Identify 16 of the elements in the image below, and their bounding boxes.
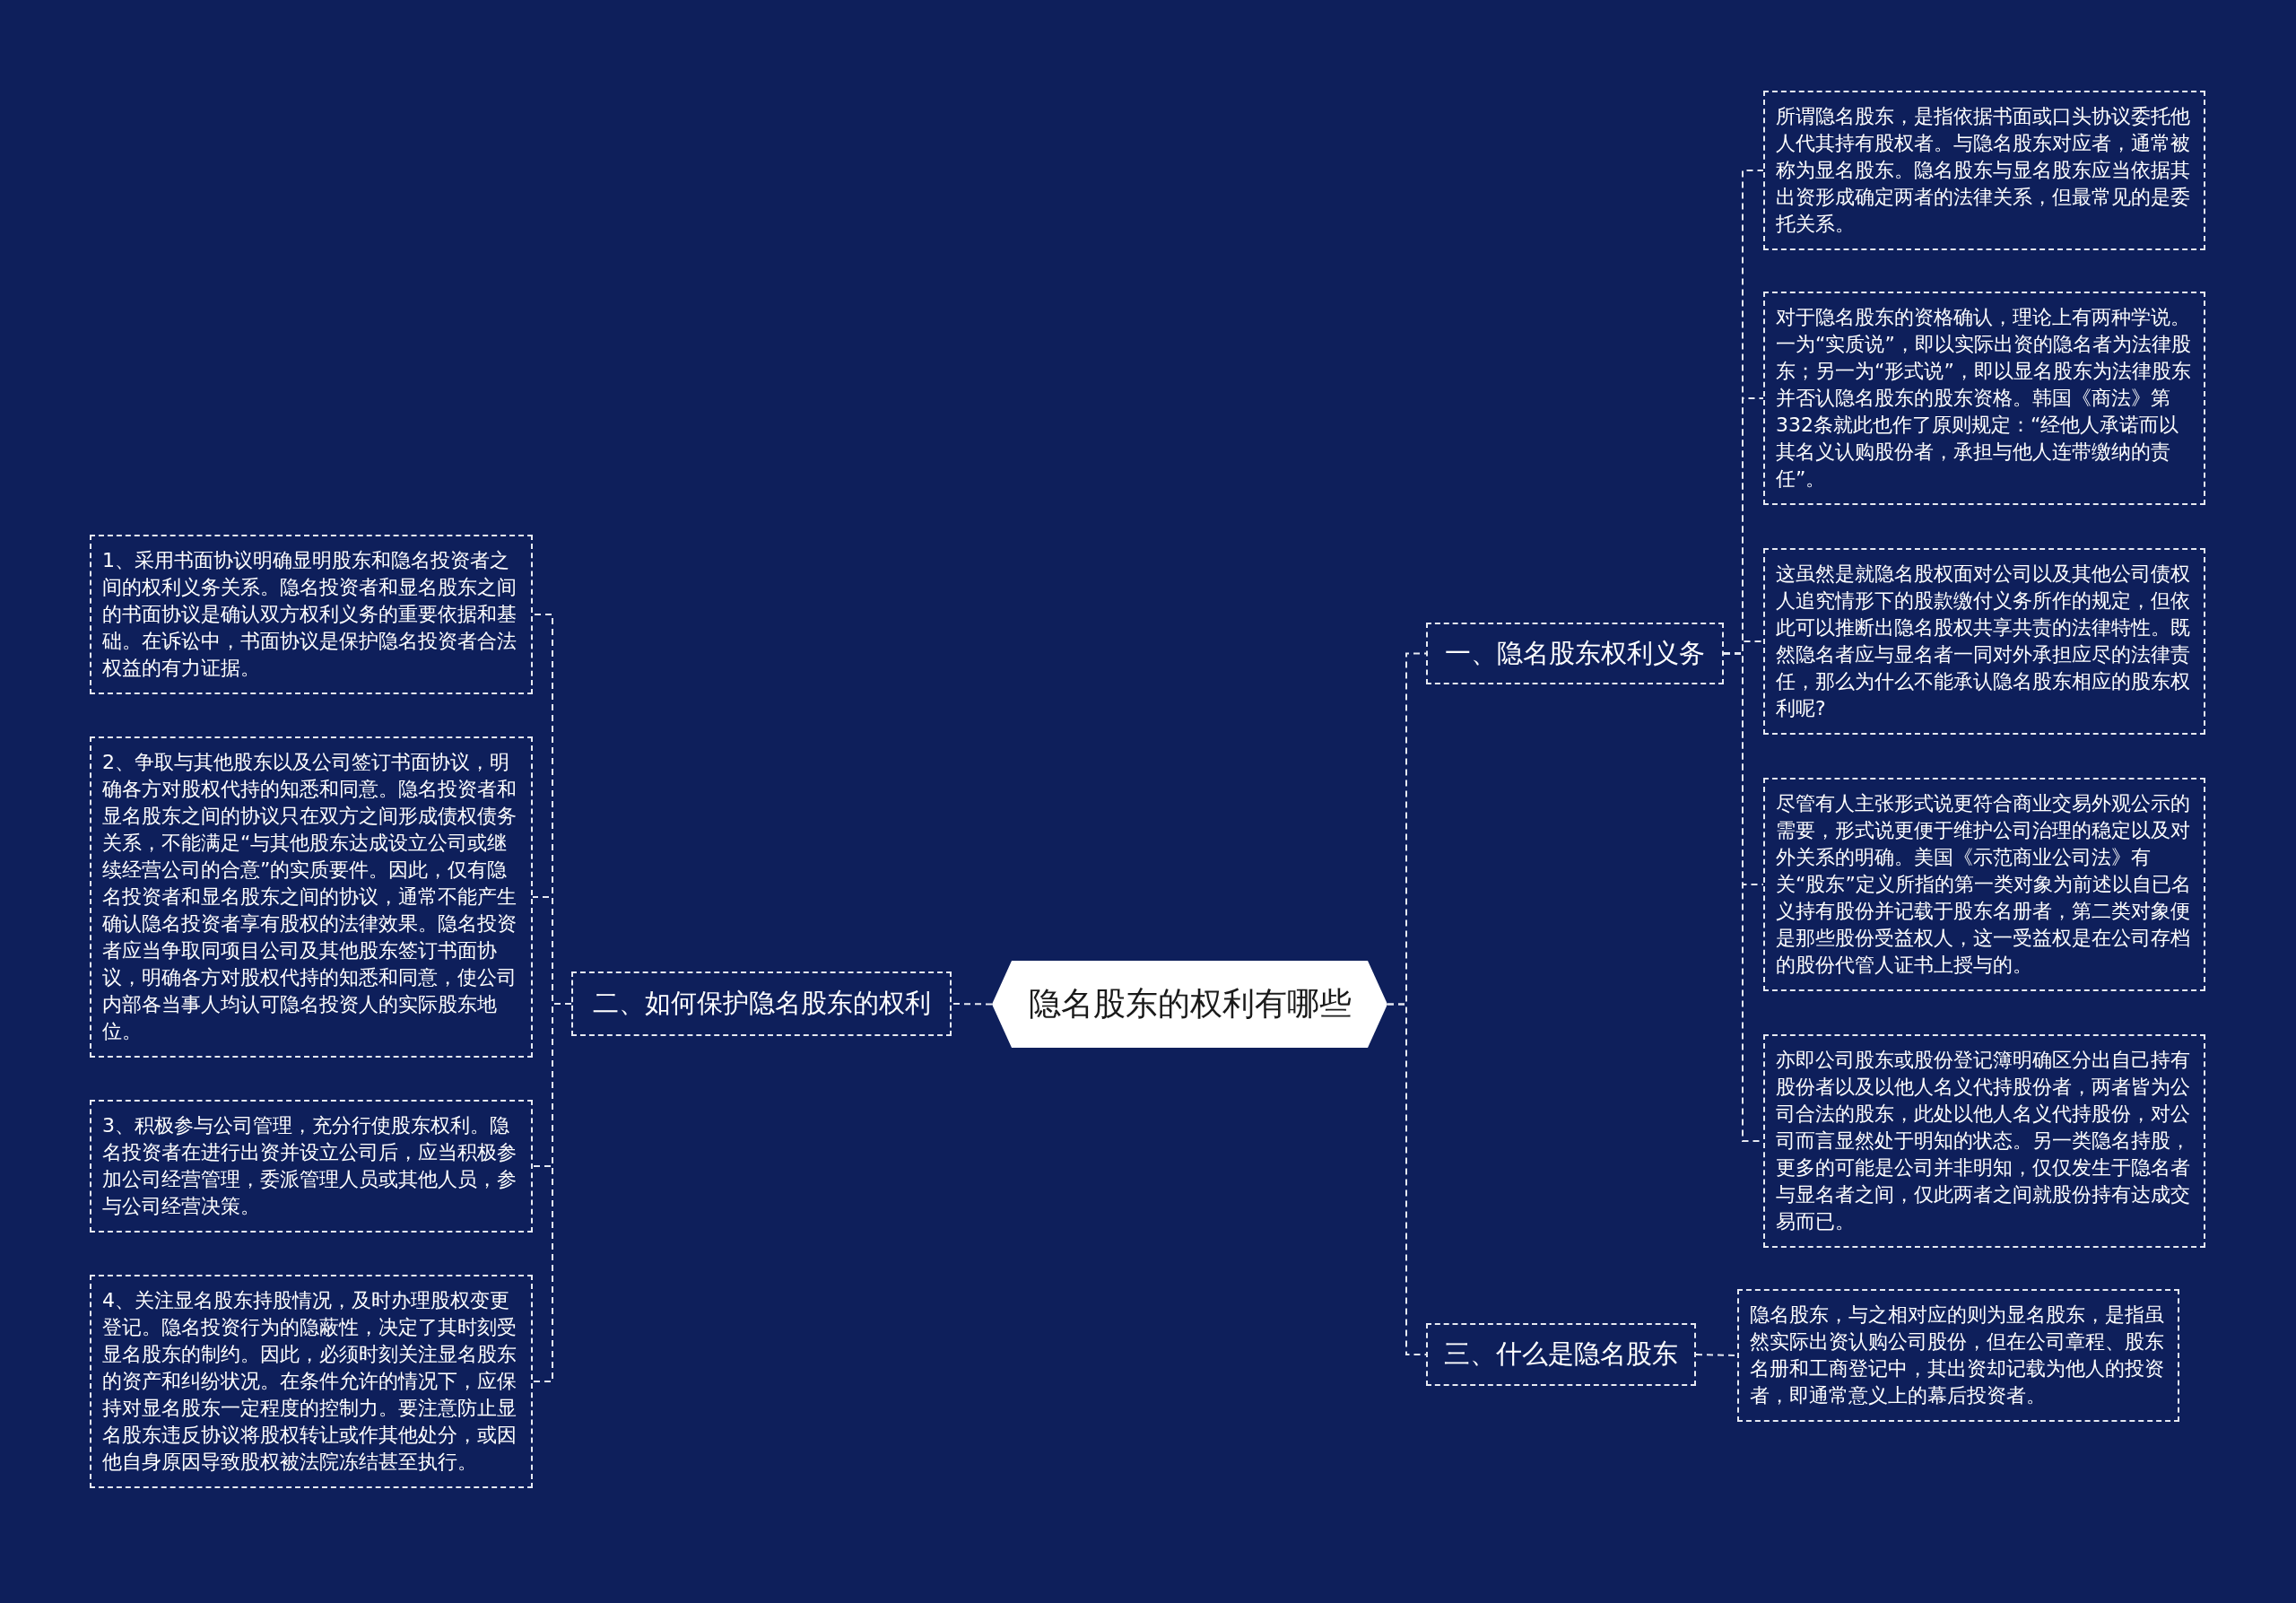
text-card: 1、采用书面协议明确显明股东和隐名投资者之间的权利义务关系。隐名投资者和显名股东之间的书面协议是确认双方权利义务的重要依据和基础。在诉讼中，书面协议是保护隐名投资者合法权益的有力证据。 — [90, 535, 533, 694]
central-topic-hexagon: 隐名股东的权利有哪些 — [992, 961, 1387, 1048]
connector-line — [1387, 1003, 1427, 1355]
text-card: 3、积极参与公司管理，充分行使股东权利。隐名投资者在进行出资并设立公司后，应当积极参加公司经营管理，委派管理人员或其他人员，参与公司经营决策。 — [90, 1100, 533, 1233]
text-card: 隐名股东，与之相对应的则为显名股东，是指虽然实际出资认购公司股份，但在公司章程、股东名册和工商登记中，其出资却记载为他人的投资者，即通常意义上的幕后投资者。 — [1737, 1289, 2179, 1422]
text-card: 尽管有人主张形式说更符合商业交易外观公示的需要，形式说更便于维护公司治理的稳定以及对外关系的明确。美国《示范商业公司法》有关“股东”定义所指的第一类对象为前述以自已名义持有股份并记载于股东名册者，第二类对象便是那些股份受益权人，这一受益权是在公司存档的股份代管人证书上授与的。 — [1763, 778, 2205, 991]
text-card: 4、关注显名股东持股情况，及时办理股权变更登记。隐名投资行为的隐蔽性，决定了其时刻受显名股东的制约。因此，必须时刻关注显名股东的资产和纠纷状况。在条件允许的情况下，应保持对显名股东一定程度的控制力。要注意防止显名股东违反协议将股权转让或作其他处分，或因他自身原因导致股权被法院冻结甚至执行。 — [90, 1275, 533, 1488]
text-card: 亦即公司股东或股份登记簿明确区分出自己持有股份者以及以他人名义代持股份者，两者皆为公司合法的股东，此处以他人名义代持股份，对公司而言显然处于明知的状态。另一类隐名持股，更多的可能是公司并非明知，仅仅发生于隐名者与显名者之间，仅此两者之间就股份持有达成交易而已。 — [1763, 1034, 2205, 1248]
text-card: 对于隐名股东的资格确认，理论上有两种学说。一为“实质说”，即以实际出资的隐名者为法律股东；另一为“形式说”，即以显名股东为法律股东并否认隐名股东的股东资格。韩国《商法》第332条就此也作了原则规定：“经他人承诺而以其名义认购股份者，承担与他人连带缴纳的责任”。 — [1763, 292, 2205, 505]
text-card: 这虽然是就隐名股权面对公司以及其他公司债权人追究情形下的股款缴付义务所作的规定，但依此可以推断出隐名股权共享共责的法律特性。既然隐名者应与显名者一同对外承担应尽的法律责任，那么为什么不能承认隐名股东相应的股东权利呢? — [1763, 548, 2205, 735]
text-card: 所谓隐名股东，是指依据书面或口头协议委托他人代其持有股权者。与隐名股东对应者，通常被称为显名股东。隐名股东与显名股东应当依据其出资形成确定两者的法律关系，但最常见的是委托关系。 — [1763, 91, 2205, 250]
text-card: 2、争取与其他股东以及公司签订书面协议，明确各方对股权代持的知悉和同意。隐名投资者和显名股东之间的协议只在双方之间形成债权债务关系，不能满足“与其他股东达成设立公司或继续经营公司的合意”的实质要件。因此，仅有隐名投资者和显名股东之间的协议，通常不能产生确认隐名投资者享有股权的法律效果。隐名投资者应当争取同项目公司及其他股东签订书面协议，明确各方对股权代持的知悉和同意，使公司内部各当事人均认可隐名投资人的实际股东地位。 — [90, 736, 533, 1058]
branch-topic-box: 三、什么是隐名股东 — [1426, 1323, 1696, 1386]
connector-line — [951, 1003, 993, 1006]
branch-topic-box: 二、如何保护隐名股东的权利 — [571, 971, 952, 1036]
branch-topic-box: 一、隐名股东权利义务 — [1426, 623, 1724, 684]
